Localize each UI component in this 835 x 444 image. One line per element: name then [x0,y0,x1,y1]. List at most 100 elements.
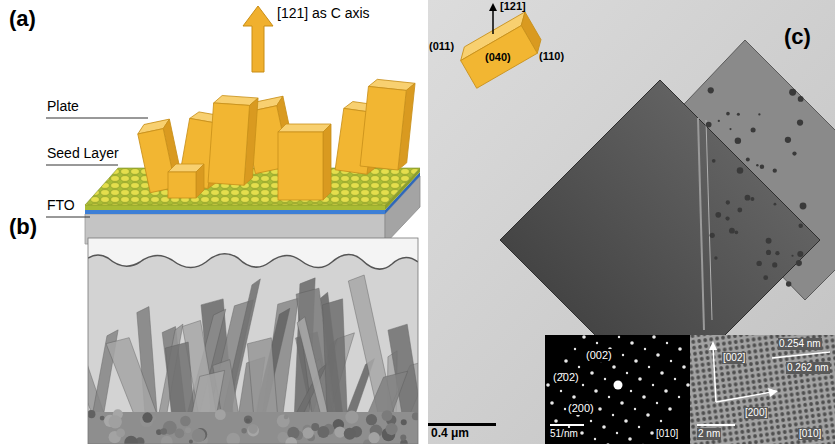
surface-particle [758,113,760,115]
diffraction-spot [678,347,682,351]
facet-label: (040) [484,51,512,64]
plate-crystal [278,124,331,200]
surface-particle [737,113,740,116]
axis-label: [121] as C axis [276,5,371,21]
diffraction-spot [630,341,634,345]
spot-index: (002) [585,349,613,362]
seed-grain [109,415,122,428]
spot-index: (200) [567,402,595,415]
diffraction-spot [656,402,658,404]
surface-particle [763,275,768,280]
surface-particle [798,96,804,102]
diffraction-spot [590,371,594,375]
surface-particle [772,262,777,267]
diffraction-spot [608,396,610,398]
surface-particle [798,223,802,227]
surface-particle [710,233,715,238]
image-frame [88,238,418,444]
surface-particle [735,231,739,235]
seed-grain [189,440,193,444]
seed-grain [344,428,356,440]
diffraction-spot [652,335,656,339]
diffraction-spot [622,354,624,356]
diffraction-spot [668,407,672,411]
spot-index: (2̄02) [552,371,580,384]
seed-grain [382,410,393,421]
seed-grain [142,412,152,422]
plate-crystal [168,164,204,198]
seed-grain [334,426,345,437]
crystal-blade [323,299,348,414]
crystal-blade [247,338,277,414]
direction-label: [200] [744,407,768,419]
panel-letter: (a) [8,6,37,31]
surface-particle [760,165,764,169]
diffraction-spot [638,426,640,428]
diffraction-spot [612,365,616,369]
surface-particle [735,137,741,143]
direction-label: [121] [499,0,527,13]
plate-side [196,164,204,198]
part-name: FTO [46,197,76,213]
diffraction-spot [638,377,642,381]
diffraction-spot [554,419,558,423]
direction-label: [002] [722,352,746,364]
seed-grain [287,427,299,439]
diffraction-spot [594,438,596,440]
seed-grain [412,412,418,420]
seed-grain [317,426,329,438]
diffraction-spot [660,420,662,422]
seed-grain [369,432,380,443]
surface-particle [737,208,742,213]
surface-particle [735,138,740,143]
seed-grain [366,414,377,425]
seed-grain [88,410,95,418]
surface-particle [797,119,803,125]
seed-grain [247,425,259,437]
surface-particle [718,120,720,122]
diffraction-spot [578,366,580,368]
seed-grain [226,433,240,444]
surface-particle [775,251,779,255]
diffraction-spot [598,407,602,411]
seed-grain [124,436,138,444]
diffraction-spot [616,432,618,434]
diffraction-spot [644,348,646,350]
plate-crystals [136,78,415,200]
scale-bar-label: 51/nm [549,428,579,440]
surface-particle [791,255,793,257]
seed-grain [400,435,406,441]
substrate [85,168,420,244]
diffraction-spot [590,420,592,422]
seed-grain [161,436,173,444]
seed-grain [192,429,206,443]
tem-image [428,0,835,444]
seed-grain [100,416,105,421]
seed-grain [284,415,288,419]
surface-particle [751,127,756,132]
diffraction-inset [528,311,708,444]
plate-front [208,103,249,185]
diffraction-spot [580,431,584,435]
c-axis-arrow [243,6,273,72]
diffraction-spot [634,408,636,410]
hrtem-inset [690,335,835,444]
facet-label: (110) [538,50,565,63]
surface-particle [712,159,716,163]
crystal-blade [192,370,225,414]
seed-grain [285,437,297,444]
surface-particle [786,281,791,286]
seed-grain [215,409,226,420]
diffraction-spot [604,378,606,380]
diffraction-spot [682,365,686,369]
seed-grain [385,423,397,435]
seed-grain [248,424,258,434]
surface-particle [785,137,791,143]
surface-particle [796,260,802,266]
diffraction-spot [546,383,550,387]
surface-particle [756,261,761,266]
diffraction-spot [606,443,610,444]
panel-letter: (b) [8,214,38,239]
plate-crystal [360,78,415,170]
